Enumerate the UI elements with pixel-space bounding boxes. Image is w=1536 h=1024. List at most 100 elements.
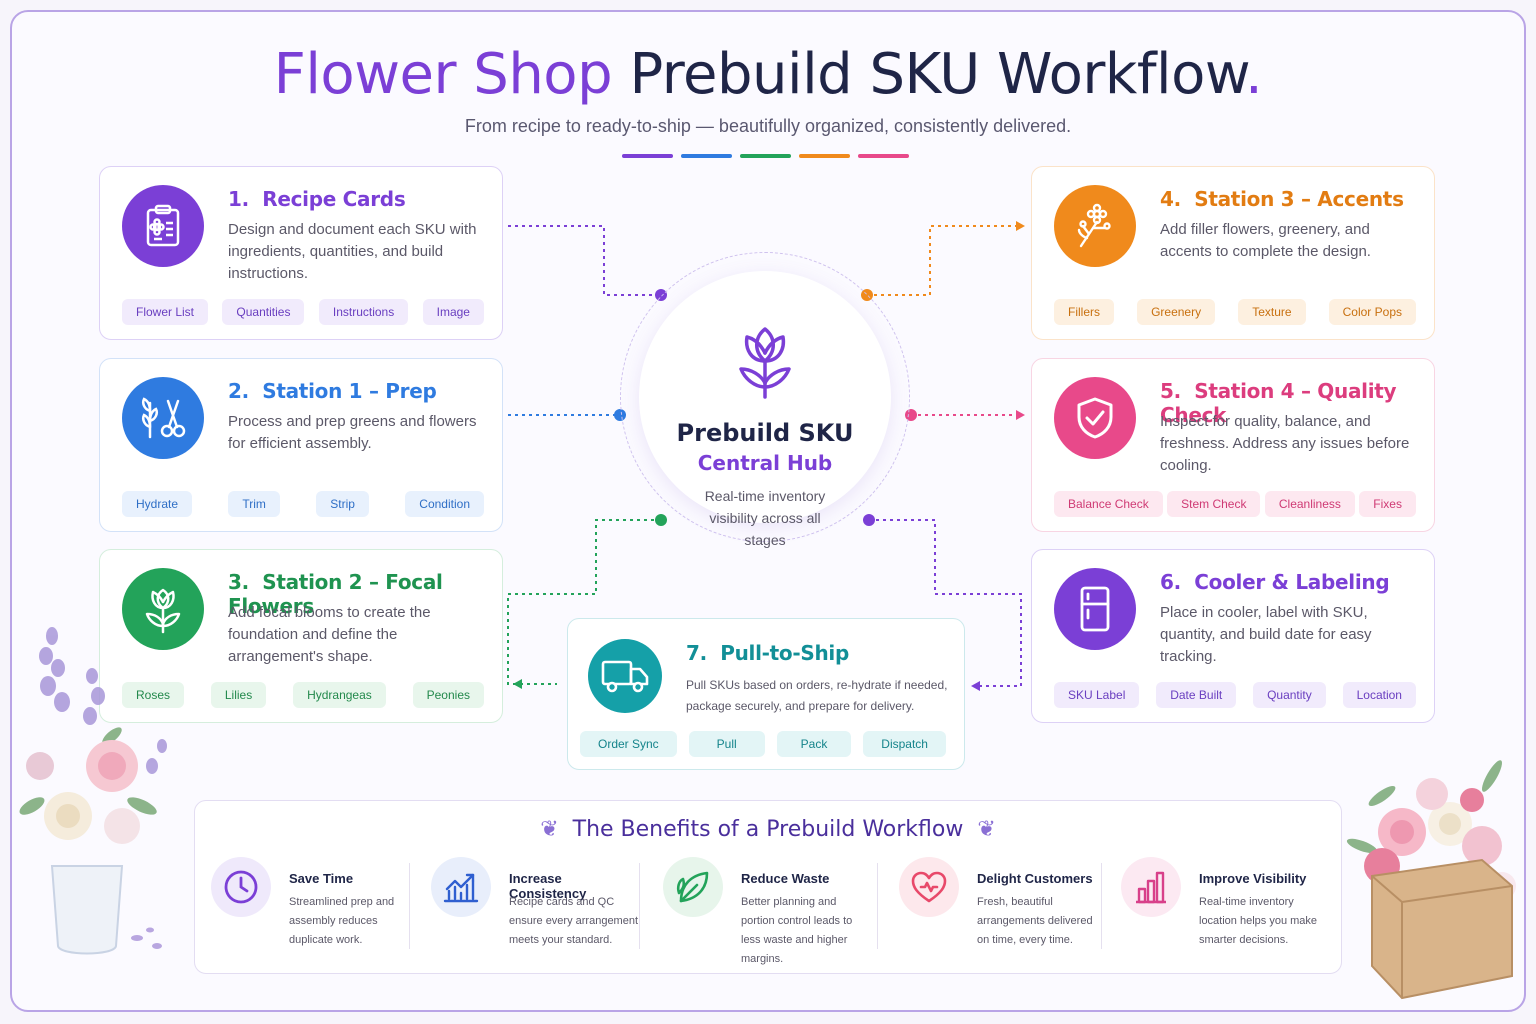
hub-subtitle: Central Hub: [697, 451, 833, 475]
tag-chip: Date Built: [1156, 682, 1237, 708]
step-card-focal: 3. Station 2 – Focal Flowers Add focal b…: [99, 549, 503, 723]
color-bar: [799, 154, 850, 158]
tag-chip: Dispatch: [863, 731, 946, 757]
tag-chip: Fixes: [1359, 491, 1416, 517]
benefit-consistency: Increase Consistency Recipe cards and QC…: [419, 857, 641, 957]
tag-chip: Peonies: [412, 682, 484, 708]
tag-row: SKU Label Date Built Quantity Location: [1054, 682, 1416, 708]
tag-chip: Quantity: [1253, 682, 1326, 708]
benefit-delight-customers: Delight Customers Fresh, beautiful arran…: [887, 857, 1109, 957]
tag-chip: Quantities: [222, 299, 305, 325]
step-number: 4.: [1160, 187, 1181, 211]
benefit-save-time: Save Time Streamlined prep and assembly …: [199, 857, 421, 957]
step-title-text: Station 4 – Quality Check: [1160, 379, 1397, 427]
tag-row: Flower List Quantities Instructions Imag…: [122, 299, 484, 325]
benefit-title: Reduce Waste: [741, 871, 830, 886]
delivery-truck-icon: [588, 639, 662, 713]
benefit-improve-visibility: Improve Visibility Real-time inventory l…: [1109, 857, 1331, 957]
step-description: Add focal blooms to create the foundatio…: [228, 604, 431, 665]
benefit-description: Fresh, beautiful arrangements delivered …: [977, 896, 1093, 946]
step-number: 3.: [228, 570, 249, 594]
step-title: 3. Station 2 – Focal Flowers: [228, 570, 502, 618]
divider: [1101, 863, 1102, 949]
step-card-cooler: 6. Cooler & Labeling Place in cooler, la…: [1031, 549, 1435, 723]
color-bar: [681, 154, 732, 158]
step-title: 7. Pull-to-Ship: [686, 641, 849, 665]
hub-description: Real-time inventory visibility across al…: [704, 488, 826, 548]
title-rest: Prebuild SKU Workflow: [629, 42, 1246, 107]
tag-row: Balance Check Stem Check Cleanliness Fix…: [1054, 491, 1416, 517]
benefit-title: Delight Customers: [977, 871, 1093, 886]
tulip-icon: [122, 568, 204, 650]
step-card-recipe: 1. Recipe Cards Design and document each…: [99, 166, 503, 340]
benefits-panel: ❦ The Benefits of a Prebuild Workflow ❦ …: [194, 800, 1342, 974]
tag-chip: Pull: [688, 731, 765, 757]
color-bar: [740, 154, 791, 158]
tag-chip: SKU Label: [1054, 682, 1140, 708]
step-title: 5. Station 4 – Quality Check: [1160, 379, 1434, 427]
step-title: 4. Station 3 – Accents: [1160, 187, 1404, 211]
leaf-icon: [663, 857, 723, 917]
tag-chip: Texture: [1238, 299, 1306, 325]
tag-row: Fillers Greenery Texture Color Pops: [1054, 299, 1416, 325]
color-bar: [858, 154, 909, 158]
tag-chip: Greenery: [1137, 299, 1216, 325]
tag-row: Order Sync Pull Pack Dispatch: [580, 731, 946, 757]
tag-chip: Trim: [228, 491, 280, 517]
color-bars: [622, 154, 909, 158]
color-bar: [622, 154, 673, 158]
divider: [639, 863, 640, 949]
step-description: Process and prep greens and flowers for …: [228, 413, 477, 452]
flower-box-illustration: [1346, 760, 1516, 1000]
step-number: 7.: [686, 641, 707, 665]
step-description: Pull SKUs based on orders, re-hydrate if…: [686, 678, 948, 713]
clock-icon: [211, 857, 271, 917]
benefits-title: ❦ The Benefits of a Prebuild Workflow ❦: [195, 817, 1341, 842]
step-card-prep: 2. Station 1 – Prep Process and prep gre…: [99, 358, 503, 532]
step-number: 2.: [228, 379, 249, 403]
step-title-text: Pull-to-Ship: [720, 641, 849, 665]
benefit-description: Better planning and portion control lead…: [741, 896, 853, 965]
refrigerator-icon: [1054, 568, 1136, 650]
tag-chip: Condition: [405, 491, 484, 517]
clipboard-flower-icon: [122, 185, 204, 267]
central-hub: Prebuild SKU Central Hub Real-time inven…: [620, 252, 910, 548]
step-card-ship: 7. Pull-to-Ship Pull SKUs based on order…: [567, 618, 965, 770]
sprig-icon: ❦: [540, 817, 559, 842]
tag-row: Hydrate Trim Strip Condition: [122, 491, 484, 517]
tag-chip: Flower List: [122, 299, 209, 325]
tag-chip: Hydrate: [122, 491, 193, 517]
step-title: 2. Station 1 – Prep: [228, 379, 437, 403]
hub-circle: Prebuild SKU Central Hub Real-time inven…: [639, 271, 891, 548]
step-number: 5.: [1160, 379, 1181, 403]
tag-chip: Strip: [316, 491, 369, 517]
tag-chip: Lilies: [210, 682, 267, 708]
step-description: Place in cooler, label with SKU, quantit…: [1160, 604, 1372, 665]
tag-chip: Location: [1342, 682, 1416, 708]
benefit-description: Real-time inventory location helps you m…: [1199, 896, 1318, 946]
step-description: Inspect for quality, balance, and freshn…: [1160, 413, 1410, 474]
step-title-text: Cooler & Labeling: [1194, 570, 1390, 594]
tag-chip: Roses: [122, 682, 185, 708]
benefits-title-text: The Benefits of a Prebuild Workflow: [572, 817, 964, 842]
tag-chip: Stem Check: [1167, 491, 1261, 517]
title-dot: .: [1245, 42, 1263, 107]
step-title-text: Recipe Cards: [262, 187, 406, 211]
benefit-description: Recipe cards and QC ensure every arrange…: [509, 896, 639, 946]
tag-chip: Image: [422, 299, 484, 325]
tag-chip: Color Pops: [1328, 299, 1416, 325]
shield-check-icon: [1054, 377, 1136, 459]
step-title-text: Station 2 – Focal Flowers: [228, 570, 443, 618]
step-card-accents: 4. Station 3 – Accents Add filler flower…: [1031, 166, 1435, 340]
benefit-title: Save Time: [289, 871, 354, 886]
scissors-icon: [122, 377, 204, 459]
step-description: Design and document each SKU with ingred…: [228, 221, 477, 282]
step-title-text: Station 3 – Accents: [1194, 187, 1404, 211]
step-title: 6. Cooler & Labeling: [1160, 570, 1390, 594]
flower-vase-illustration: [19, 627, 167, 955]
step-description: Add filler flowers, greenery, and accent…: [1160, 221, 1371, 260]
tulip-icon: [739, 327, 791, 399]
step-number: 1.: [228, 187, 249, 211]
heart-icon: [899, 857, 959, 917]
sprig-icon: ❦: [977, 817, 996, 842]
